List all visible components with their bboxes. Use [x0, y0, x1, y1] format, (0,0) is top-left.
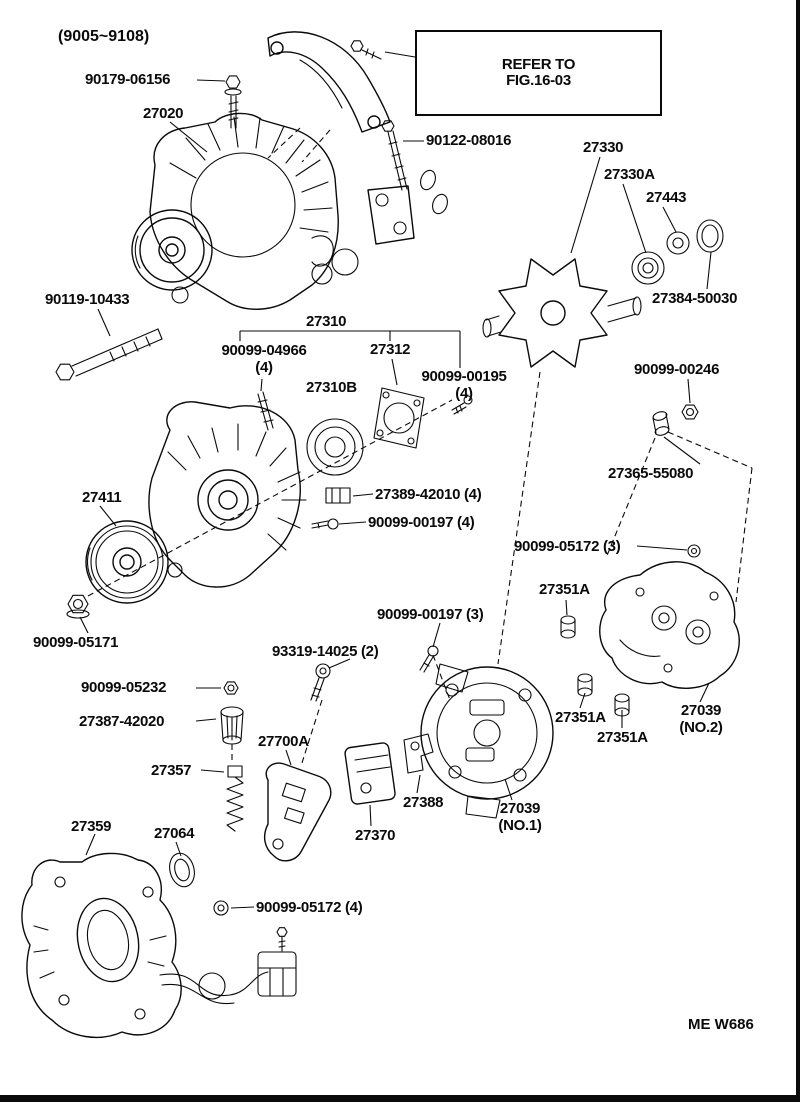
spacer-27351a-3-drawing	[614, 693, 630, 717]
part-label-27359: 27359	[71, 818, 112, 835]
terminal-27365-drawing	[652, 411, 670, 436]
part-label-27310: 27310	[306, 313, 347, 330]
washer-27443-drawing	[666, 231, 690, 255]
spacer-27351a-2-drawing	[577, 673, 593, 697]
regulator-27370-drawing	[344, 742, 396, 805]
screw-90099-00195-drawing	[451, 395, 473, 415]
part-label-27384-50030: 27384-50030	[652, 290, 738, 307]
mount-nut-90179-drawing	[224, 75, 242, 129]
refer-box-text: REFER TO FIG.16-03	[501, 55, 576, 89]
part-label-27312: 27312	[370, 341, 411, 358]
spacer-27351a-1-drawing	[560, 615, 576, 639]
part-label-90119-10433: 90119-10433	[45, 291, 130, 308]
plate-27312-drawing	[373, 387, 425, 449]
bracket-drawing	[267, 31, 391, 133]
alternator-assembly-drawing	[131, 112, 415, 310]
rotor-drawing	[482, 258, 642, 368]
part-label-93319-14025: 93319-14025 (2)	[272, 643, 379, 660]
part-label-90099-05171: 90099-05171	[33, 634, 119, 651]
bolt-90122-drawing	[381, 120, 448, 215]
screw-93319-drawing	[310, 663, 331, 702]
part-label-27351a-3: 27351A	[597, 729, 648, 746]
screw-90099-00197-3-drawing	[419, 645, 439, 673]
brush-holder-27700a-drawing	[263, 762, 332, 862]
refer-box: REFER TO FIG.16-03	[415, 30, 662, 116]
leader-lines	[79, 51, 712, 909]
rear-cover-27359-drawing	[21, 852, 269, 1039]
part-label-90099-05172-4: 90099-05172 (4)	[256, 899, 363, 916]
part-label-27039-no2: 27039 (NO.2)	[679, 702, 723, 736]
part-label-90099-00197-3: 90099-00197 (3)	[377, 606, 484, 623]
part-label-90179-06156: 90179-06156	[85, 71, 171, 88]
cap-27387-drawing	[220, 706, 244, 745]
part-label-27330a: 27330A	[604, 166, 655, 183]
part-label-27443: 27443	[646, 189, 687, 206]
part-label-27389-42010: 27389-42010 (4)	[375, 486, 482, 503]
rear-housing-no1-drawing	[420, 663, 554, 819]
nut-90099-05232-drawing	[223, 681, 239, 695]
harness-connector-drawing	[257, 927, 297, 997]
assembly-dashed-lines	[87, 127, 753, 767]
rectifier-27388-drawing	[403, 733, 434, 774]
part-27389-drawing	[325, 487, 351, 504]
nut-90099-05172-4-drawing	[213, 900, 229, 916]
brush-27357-drawing	[226, 765, 244, 832]
part-label-27351a-1: 27351A	[539, 581, 590, 598]
part-label-27330: 27330	[583, 139, 624, 156]
front-housing-drawing	[148, 401, 307, 588]
part-label-90099-04966: 90099-04966 (4)	[221, 342, 307, 376]
part-label-27310b: 27310B	[306, 379, 357, 396]
part-label-27064: 27064	[154, 825, 195, 842]
bolt-90119-drawing	[55, 328, 163, 381]
part-label-90099-00246: 90099-00246	[634, 361, 720, 378]
nut-90099-00246-drawing	[681, 404, 699, 420]
ring-27384-drawing	[696, 219, 724, 253]
header-note: (9005~9108)	[58, 28, 150, 45]
part-label-27039-no1: 27039 (NO.1)	[498, 800, 542, 834]
ring-27064-drawing	[169, 852, 195, 888]
part-label-27411: 27411	[82, 489, 122, 506]
refer-bolt-drawing	[350, 40, 382, 60]
part-label-27365-55080: 27365-55080	[608, 465, 694, 482]
part-label-27020: 27020	[143, 105, 184, 122]
part-label-27700a: 27700A	[258, 733, 309, 750]
nut-90099-05171-drawing	[66, 594, 90, 619]
bearing-27310b-drawing	[306, 418, 364, 476]
part-label-90099-05232: 90099-05232	[81, 679, 167, 696]
stud-90099-04966-drawing	[257, 391, 274, 431]
pulley-27411-drawing	[85, 520, 169, 604]
screw-90099-00197-4-drawing	[311, 518, 339, 530]
bearing-27330a-drawing	[631, 251, 665, 285]
figure-code: ME W686	[688, 1016, 754, 1033]
part-label-90122-08016: 90122-08016	[426, 132, 512, 149]
part-label-90099-00195: 90099-00195 (4)	[421, 368, 507, 402]
part-label-27357: 27357	[151, 762, 192, 779]
part-label-27351a-2: 27351A	[555, 709, 606, 726]
nut-90099-05172-3-drawing	[687, 544, 701, 558]
part-label-27388: 27388	[403, 794, 444, 811]
part-label-27370: 27370	[355, 827, 396, 844]
part-label-90099-00197-4: 90099-00197 (4)	[368, 514, 475, 531]
part-label-27387-42020: 27387-42020	[79, 713, 165, 730]
part-label-90099-05172-3: 90099-05172 (3)	[514, 538, 621, 555]
rear-cover-no2-drawing	[599, 561, 740, 689]
